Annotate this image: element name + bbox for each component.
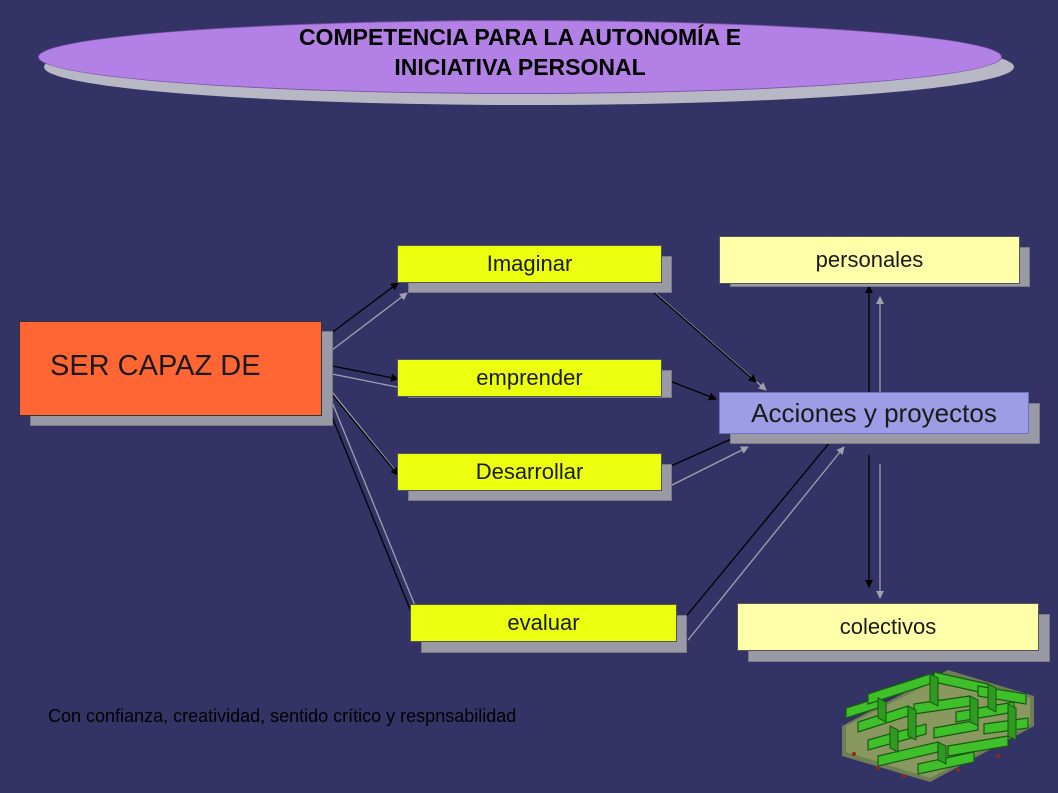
- central-box-label: Acciones y proyectos: [751, 397, 997, 428]
- outcome-box-colectivos: colectivos: [737, 603, 1039, 651]
- arrow-evaluar-acciones: [678, 435, 836, 626]
- verb-label: evaluar: [507, 610, 580, 635]
- title-line-2: INICIATIVA PERSONAL: [394, 54, 646, 80]
- arrow-desarrollar: [321, 381, 399, 476]
- shadow-arrow-imaginar: [331, 292, 408, 351]
- shadow-arrow-evaluar-acciones: [687, 446, 845, 641]
- source-box: SER CAPAZ DE: [19, 321, 322, 416]
- verb-box-imaginar: Imaginar: [397, 245, 662, 283]
- arrow-evaluar: [321, 391, 418, 625]
- arrow-imaginar-acciones: [642, 282, 757, 383]
- title-ellipse: [38, 20, 1002, 94]
- arrow-imaginar: [321, 282, 399, 341]
- shadow-arrow-emprender: [331, 373, 408, 392]
- outcome-box-personales: personales: [719, 236, 1020, 284]
- arrow-emprender: [321, 363, 399, 382]
- verb-box-evaluar: evaluar: [410, 604, 677, 642]
- central-box: Acciones y proyectos: [719, 392, 1029, 434]
- footnote: Con confianza, creatividad, sentido crít…: [48, 706, 517, 726]
- shadow-arrow-desarrollar: [331, 391, 408, 486]
- arrow-desarrollar-acciones: [661, 435, 739, 471]
- shadow-arrow-desarrollar-acciones: [671, 446, 749, 486]
- maze-icon: [842, 670, 1034, 782]
- verb-label: Desarrollar: [475, 459, 584, 484]
- verb-box-desarrollar: Desarrollar: [397, 453, 662, 491]
- outcome-label: colectivos: [839, 614, 937, 639]
- outcome-label: personales: [815, 247, 924, 272]
- source-box-label: SER CAPAZ DE: [50, 350, 261, 382]
- title-line-1: COMPETENCIA PARA LA AUTONOMÍA E: [298, 24, 742, 50]
- verb-box-emprender: emprender: [397, 359, 662, 397]
- slide-title: COMPETENCIA PARA LA AUTONOMÍA E INICIATI…: [38, 22, 1002, 82]
- shadow-arrow-evaluar: [331, 401, 429, 636]
- verb-label: emprender: [476, 365, 583, 390]
- verb-label: Imaginar: [486, 251, 573, 276]
